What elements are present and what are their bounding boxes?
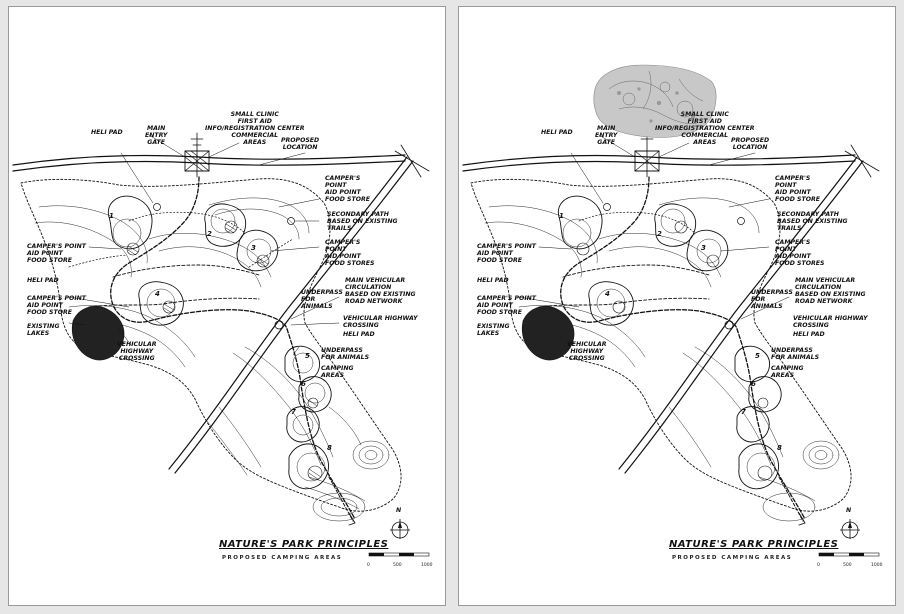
camp-cluster-5 (284, 345, 320, 383)
camp-cluster-1 (107, 195, 153, 250)
zone-number: 1 (559, 212, 564, 220)
zone-number: 3 (701, 244, 706, 252)
zone-number: 4 (605, 290, 610, 298)
zone-number: 6 (751, 380, 756, 388)
drawing-title: NATURE'S PARK PRINCIPLES (219, 539, 389, 550)
drawing-title: NATURE'S PARK PRINCIPLES (669, 539, 839, 550)
label-underpass-right: UNDERPASS FOR ANIMALS (771, 347, 820, 361)
zone-number: 5 (305, 352, 310, 360)
label-vehicular-crossing: VEHICULAR HIGHWAY CROSSING (117, 341, 157, 362)
label-underpass-right: UNDERPASS FOR ANIMALS (321, 347, 370, 361)
label-heli-pad-left: HELI PAD (477, 277, 509, 284)
scale-label: 0 (367, 563, 370, 568)
label-heli-pad-top: HELI PAD (541, 129, 573, 136)
label-camping-areas: CAMPING AREAS (771, 365, 804, 379)
label-vehicular-crossing: VEHICULAR HIGHWAY CROSSING (567, 341, 607, 362)
label-secondary-path: SECONDARY PATH BASED ON EXISTING TRAILS (327, 211, 398, 232)
label-existing-lakes: EXISTING LAKES (477, 323, 510, 337)
existing-lakes-shape (71, 306, 125, 361)
zone-number: 6 (301, 380, 306, 388)
label-campers-point-mid: CAMPER'S POINT AID POINT FOOD STORES (775, 239, 825, 267)
label-campers-point-right: CAMPER'S POINT AID POINT FOOD STORE (775, 175, 820, 203)
zone-number: 2 (207, 230, 212, 238)
label-heli-pad-left: HELI PAD (27, 277, 59, 284)
scale-label: 500 (393, 563, 402, 568)
drawing-subtitle: PROPOSED CAMPING AREAS (672, 555, 793, 561)
label-heli-pad-top: HELI PAD (91, 129, 123, 136)
scale-label: 1000 (421, 563, 433, 568)
zone-number: 8 (777, 444, 782, 452)
zone-number: 4 (155, 290, 160, 298)
north-arrow-icon (390, 519, 410, 539)
map-sheet-right: HELI PAD MAIN ENTRY GATE SMALL CLINIC FI… (458, 6, 896, 606)
zone-number: 8 (327, 444, 332, 452)
site-boundary (20, 178, 402, 512)
label-heli-pad-right: HELI PAD (793, 331, 825, 338)
label-camping-areas: CAMPING AREAS (321, 365, 354, 379)
label-main-vehicular: MAIN VEHICULAR CIRCULATION BASED ON EXIS… (795, 277, 866, 305)
north-label: N (846, 507, 852, 514)
label-main-vehicular: MAIN VEHICULAR CIRCULATION BASED ON EXIS… (345, 277, 416, 305)
site-plan-drawing (12, 132, 430, 526)
label-existing-lakes: EXISTING LAKES (27, 323, 60, 337)
map-sheet-left: HELI PAD MAIN ENTRY GATE SMALL CLINIC FI… (8, 6, 446, 606)
label-campers-point-left2: CAMPER'S POINT AID POINT FOOD STORE (27, 295, 87, 316)
label-main-entry-gate: MAIN ENTRY GATE (595, 125, 618, 146)
label-proposed-location: PROPOSED LOCATION (281, 137, 320, 151)
label-secondary-path: SECONDARY PATH BASED ON EXISTING TRAILS (777, 211, 848, 232)
zone-number: 7 (741, 408, 746, 416)
zone-number: 5 (755, 352, 760, 360)
camp-cluster-3 (138, 281, 184, 326)
zone-number: 7 (291, 408, 296, 416)
camp-cluster-7 (286, 406, 320, 443)
zone-number: 3 (251, 244, 256, 252)
scale-label: 500 (843, 563, 852, 568)
scale-label: 1000 (871, 563, 883, 568)
label-vehicular-crossing-small: VEHICULAR HIGHWAY CROSSING (343, 315, 418, 329)
label-campers-point-left: CAMPER'S POINT AID POINT FOOD STORE (477, 243, 537, 264)
label-heli-pad-right: HELI PAD (343, 331, 375, 338)
drawing-subtitle: PROPOSED CAMPING AREAS (222, 555, 343, 561)
label-campers-point-right: CAMPER'S POINT AID POINT FOOD STORE (325, 175, 370, 203)
label-vehicular-crossing-small: VEHICULAR HIGHWAY CROSSING (793, 315, 868, 329)
label-small-clinic: SMALL CLINIC FIRST AID INFO/REGISTRATION… (205, 111, 305, 146)
aerial-photo-inset (593, 64, 717, 138)
label-underpass: UNDERPASS FOR ANIMALS (301, 289, 343, 310)
camp-cluster-8 (288, 443, 330, 490)
zone-number: 2 (657, 230, 662, 238)
camp-cluster-4 (236, 229, 279, 272)
label-underpass: UNDERPASS FOR ANIMALS (751, 289, 793, 310)
label-proposed-location: PROPOSED LOCATION (731, 137, 770, 151)
label-campers-point-left: CAMPER'S POINT AID POINT FOOD STORE (27, 243, 87, 264)
label-main-entry-gate: MAIN ENTRY GATE (145, 125, 168, 146)
main-vehicular-road (110, 176, 288, 330)
label-campers-point-left2: CAMPER'S POINT AID POINT FOOD STORE (477, 295, 537, 316)
site-plan-drawing (462, 132, 880, 526)
scale-bar-icon (368, 552, 430, 557)
scale-label: 0 (817, 563, 820, 568)
zone-number: 1 (109, 212, 114, 220)
north-label: N (396, 507, 402, 514)
diagonal-highway (168, 156, 408, 470)
scale-bar-icon (818, 552, 880, 557)
label-campers-point-mid: CAMPER'S POINT AID POINT FOOD STORES (325, 239, 375, 267)
north-arrow-icon (840, 519, 860, 539)
label-small-clinic: SMALL CLINIC FIRST AID INFO/REGISTRATION… (655, 111, 755, 146)
